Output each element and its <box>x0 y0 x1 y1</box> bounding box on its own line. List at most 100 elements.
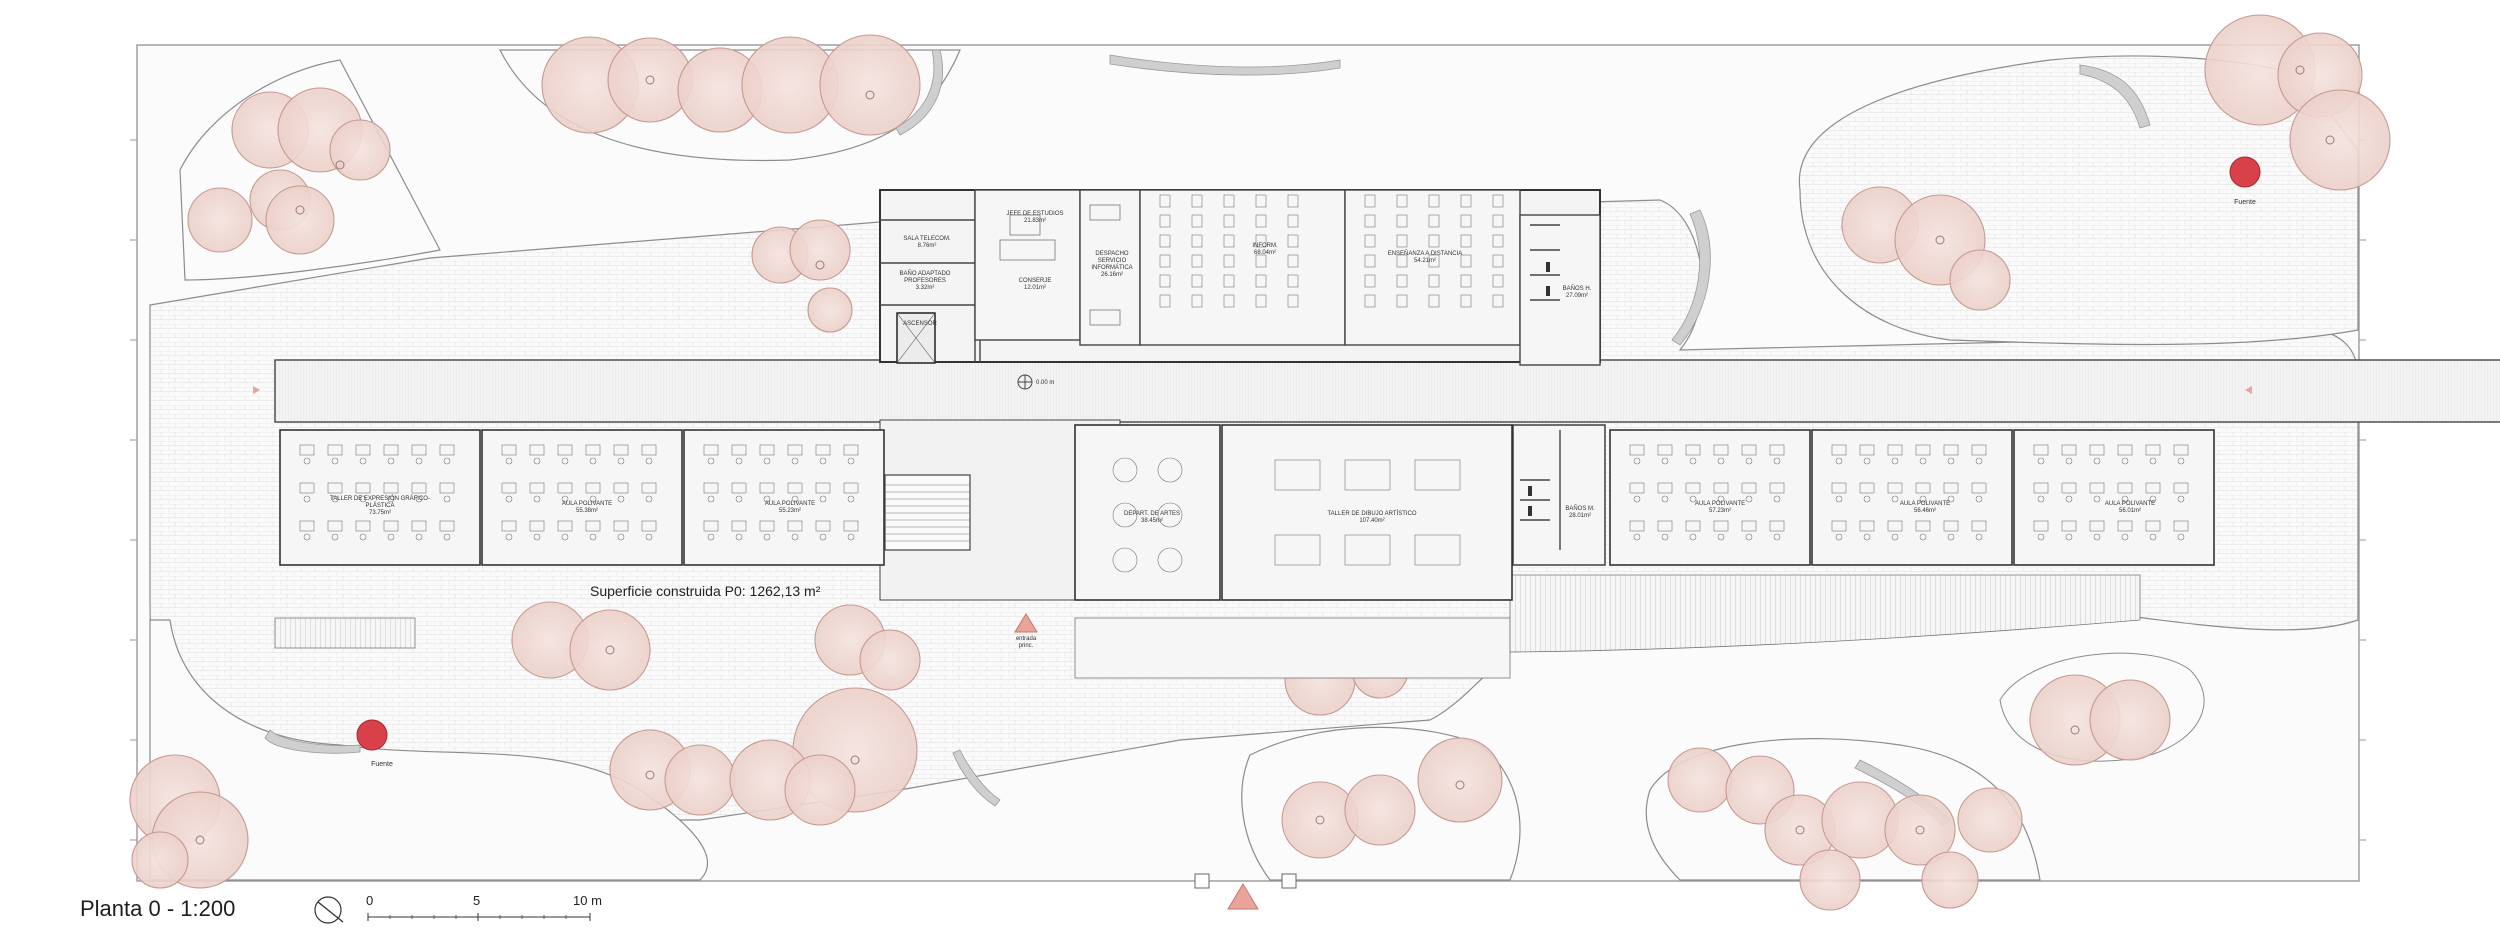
fountains: Fuente Fuente <box>356 156 2261 768</box>
chair <box>1975 533 1983 541</box>
workstation <box>1287 214 1299 228</box>
desk <box>1713 520 1729 532</box>
chair <box>2121 495 2129 503</box>
chair <box>303 495 311 503</box>
chair <box>561 533 569 541</box>
desk <box>787 482 803 494</box>
workstation <box>1364 274 1376 288</box>
chair <box>331 533 339 541</box>
svg-text:INFORM.68.04m²: INFORM.68.04m² <box>1252 243 1278 256</box>
chair <box>819 533 827 541</box>
chair <box>707 457 715 465</box>
desk <box>731 482 747 494</box>
workstation <box>1364 194 1376 208</box>
desk <box>1769 482 1785 494</box>
chair <box>1975 495 1983 503</box>
drawing-table <box>1414 459 1461 491</box>
chair <box>791 495 799 503</box>
workstation <box>1191 294 1203 308</box>
chair <box>735 495 743 503</box>
desk <box>1859 482 1875 494</box>
desk <box>501 482 517 494</box>
desk <box>641 520 657 532</box>
desk <box>1971 520 1987 532</box>
workstation <box>1191 214 1203 228</box>
chair <box>2037 533 2045 541</box>
desk <box>529 444 545 456</box>
workstation <box>1223 234 1235 248</box>
workstation <box>1396 274 1408 288</box>
workstation <box>1223 274 1235 288</box>
workstation <box>1159 274 1171 288</box>
chair <box>1863 533 1871 541</box>
chair <box>1773 495 1781 503</box>
room-4 <box>1074 424 1221 601</box>
desk <box>2173 520 2189 532</box>
desk <box>411 520 427 532</box>
chair <box>1975 457 1983 465</box>
desk <box>355 482 371 494</box>
plan-title: Planta 0 - 1:200 <box>80 896 236 921</box>
desk <box>815 482 831 494</box>
workstation <box>1428 234 1440 248</box>
desk <box>585 444 601 456</box>
chair <box>1661 533 1669 541</box>
tree-trunks <box>195 65 2335 845</box>
workstation <box>1492 294 1504 308</box>
stairs <box>884 474 971 551</box>
desk <box>2061 520 2077 532</box>
chair <box>2037 457 2045 465</box>
tree-cluster-bottom-left <box>129 754 249 889</box>
workstation <box>1159 294 1171 308</box>
chair <box>589 457 597 465</box>
tree-cluster-right <box>2029 674 2171 766</box>
chair <box>1863 495 1871 503</box>
desk <box>585 482 601 494</box>
desk <box>1887 444 1903 456</box>
trees <box>129 14 2391 911</box>
desk <box>1943 520 1959 532</box>
west-entrance-icon <box>253 386 260 394</box>
workstation <box>1364 254 1376 268</box>
room-6 <box>1609 429 1811 566</box>
workstation <box>1428 194 1440 208</box>
workstation <box>1223 214 1235 228</box>
chair <box>763 533 771 541</box>
chair <box>1689 495 1697 503</box>
fountain-bottom-left <box>356 719 388 751</box>
chair <box>2065 533 2073 541</box>
workstation <box>1255 194 1267 208</box>
desk <box>2033 520 2049 532</box>
desk <box>355 444 371 456</box>
workstation <box>1396 254 1408 268</box>
room-3 <box>683 429 885 566</box>
desk <box>759 482 775 494</box>
chair <box>1661 457 1669 465</box>
chair <box>359 495 367 503</box>
workstation <box>1191 194 1203 208</box>
chair <box>1835 457 1843 465</box>
chair <box>1745 495 1753 503</box>
desk <box>439 444 455 456</box>
workstation <box>1159 214 1171 228</box>
chair <box>707 495 715 503</box>
workstation <box>1287 294 1299 308</box>
chair <box>819 457 827 465</box>
scale-label-10: 10 m <box>573 893 602 908</box>
chair <box>533 533 541 541</box>
chair <box>735 533 743 541</box>
tree-cluster-top <box>541 34 921 136</box>
desk <box>299 520 315 532</box>
desk <box>1915 444 1931 456</box>
tree-cluster-top-left <box>187 87 391 255</box>
desk <box>731 444 747 456</box>
desk <box>1685 520 1701 532</box>
chair <box>561 495 569 503</box>
chair <box>1689 533 1697 541</box>
workstation <box>1492 274 1504 288</box>
desk <box>2117 444 2133 456</box>
